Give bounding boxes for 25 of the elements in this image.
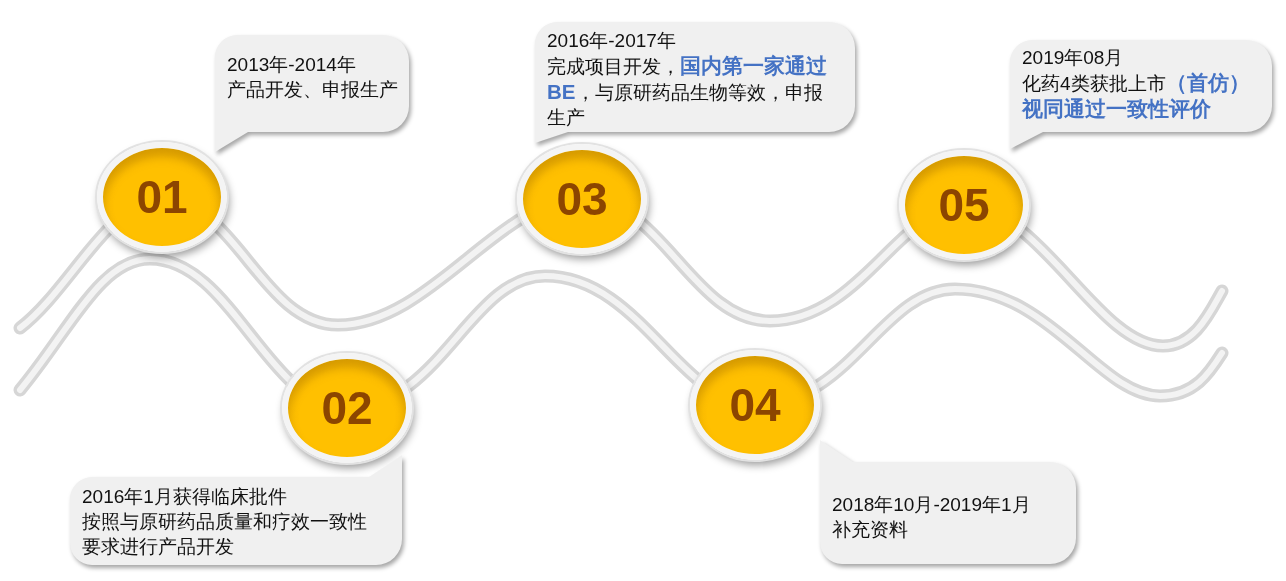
step-number: 05 [938,180,990,230]
speech-bubble [1010,40,1272,149]
step-circle [282,353,412,463]
bubble-heading: 2016年1月获得临床批件 [82,485,288,509]
speech-bubble [215,35,409,152]
bubble-heading: 2018年10月-2019年1月 [832,493,1031,517]
step-number: 03 [556,174,608,224]
bubble-text: 产品开发、申报生产 [227,78,398,102]
bubble-heading: 2013年-2014年 [227,53,356,77]
step-number: 01 [136,172,188,222]
step-number: 04 [729,380,781,430]
bubble-text: 按照与原研药品质量和疗效一致性要求进行产品开发 [82,510,368,559]
bubble-heading: 2019年08月 [1022,46,1125,70]
bubble-text: 完成项目开发，国内第一家通过BE，与原研药品生物等效，申报生产 [547,53,828,130]
bubble-heading: 2016年-2017年 [547,29,677,53]
bubble-text: 化药4类获批上市（首仿）视同通过一致性评价 [1022,70,1251,122]
step-circle [97,142,227,252]
step-number: 02 [321,383,373,433]
speech-bubble [70,455,402,565]
speech-bubble [535,22,855,143]
step-circle [690,350,820,460]
speech-bubble [820,440,1076,564]
step-circle [517,144,647,254]
step-circle [899,150,1029,260]
bubble-text: 补充资料 [832,518,908,542]
